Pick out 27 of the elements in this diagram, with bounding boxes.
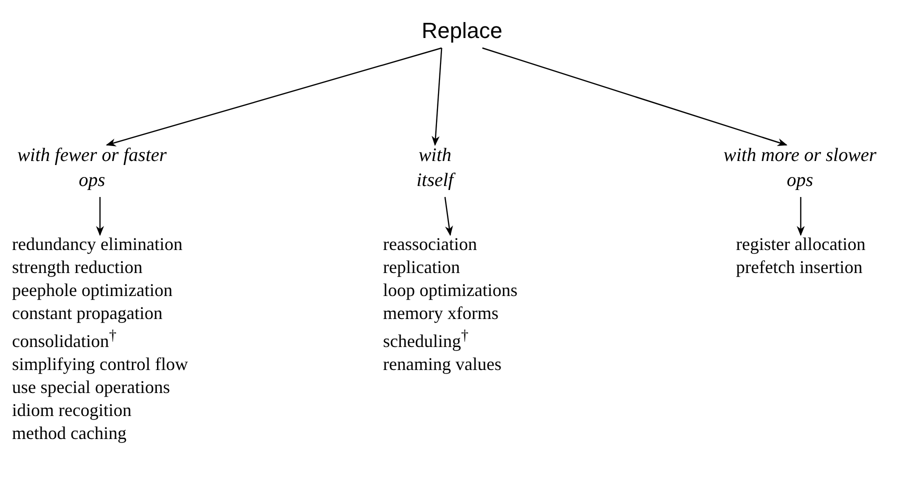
arrow [106,47,442,146]
list-item: constant propagation [12,302,164,325]
list-item: use special operations [12,376,171,399]
list-item: simplifying control flow [12,353,188,376]
list-item: scheduling$^{†}$ [383,327,470,353]
category-label: with more or slower ops [722,144,878,193]
list-item: method caching [12,422,128,445]
arrow [482,47,788,146]
list-item: prefetch insertion [736,256,864,279]
list-item: replication [383,256,461,279]
list-item: strength reduction [12,256,144,279]
arrow [796,197,805,236]
list-item: memory xforms [383,302,500,325]
list-item: idiom recogition [12,399,132,422]
category-label: with fewer or faster ops [16,144,168,193]
list-item: reassociation [383,233,478,256]
arrow [432,48,442,146]
list-item: redundancy elimination [12,233,184,256]
list-item: peephole optimization [12,279,174,302]
list-item: loop optimizations [383,279,518,302]
list-item: consolidation$^{†}$ [12,327,118,353]
category-label: with itself [416,144,456,193]
list-item: register allocation [736,233,866,256]
arrow [444,196,453,236]
list-item: renaming values [383,353,502,376]
root-label: Replace [422,18,502,44]
arrow [96,197,104,236]
